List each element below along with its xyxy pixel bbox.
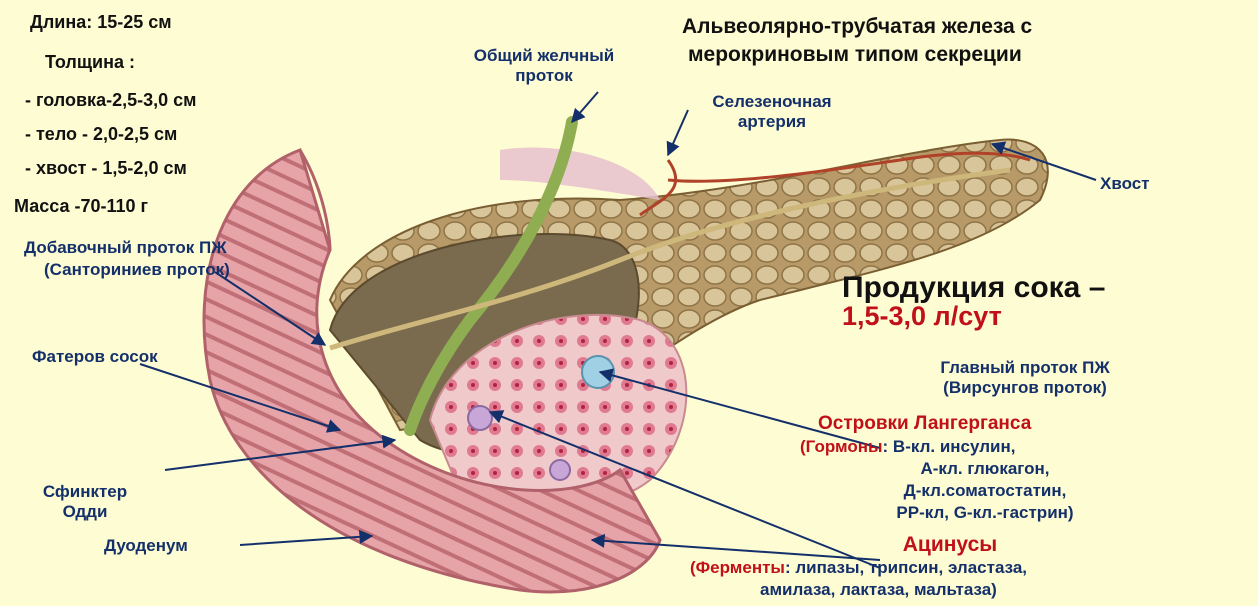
arrow-duodenum	[240, 536, 372, 545]
acini-line-1: (Ферменты: липазы, трипсин, эластаза,	[690, 558, 1027, 578]
acini-line-2: амилаза, лактаза, мальтаза)	[760, 580, 997, 600]
oddi-sphincter-label: Сфинктер Одди	[30, 482, 140, 523]
duodenum-label: Дуоденум	[104, 536, 188, 556]
head-thickness-text: - головка-2,5-3,0 см	[25, 90, 196, 112]
bile-duct-label: Общий желчный проток	[430, 46, 658, 87]
vater-papilla-label: Фатеров сосок	[32, 347, 158, 367]
islets-line-4: PP-кл, G-кл.-гастрин)	[800, 503, 1170, 523]
islets-line-1: (Гормоны: В-кл. инсулин,	[800, 437, 1015, 457]
tail-label: Хвост	[1100, 174, 1150, 194]
arrow-bile-duct	[572, 92, 598, 122]
length-text: Длина: 15-25 см	[30, 12, 172, 34]
production-value: 1,5-3,0 л/сут	[842, 300, 1002, 332]
hormones-word: (Гормоны	[800, 437, 883, 456]
tail-thickness-text: - хвост - 1,5-2,0 см	[25, 158, 187, 180]
gallbladder-fold	[500, 147, 660, 200]
enzymes-word: (Ферменты	[690, 558, 785, 577]
splenic-artery-label: Селезеночная артерия	[672, 92, 872, 133]
islets-line-3: Д-кл.соматостатин,	[800, 481, 1170, 501]
accessory-duct-label-2: (Санториниев проток)	[44, 260, 230, 280]
mass-text: Масса -70-110 г	[14, 196, 148, 218]
body-thickness-text: - тело - 2,0-2,5 см	[25, 124, 177, 146]
title-line-2: мерокриновым типом секреции	[688, 42, 1022, 67]
main-duct-label: Главный проток ПЖ (Вирсунгов проток)	[880, 358, 1170, 399]
islets-line-2: А-кл. глюкагон,	[800, 459, 1170, 479]
accessory-duct-label-1: Добавочный проток ПЖ	[24, 238, 227, 258]
acini-title: Ацинусы	[820, 532, 1080, 557]
title-line-1: Альвеолярно-трубчатая железа с	[682, 14, 1032, 39]
thickness-text: Толщина :	[45, 52, 135, 74]
islets-title: Островки Лангерганса	[818, 413, 1031, 436]
